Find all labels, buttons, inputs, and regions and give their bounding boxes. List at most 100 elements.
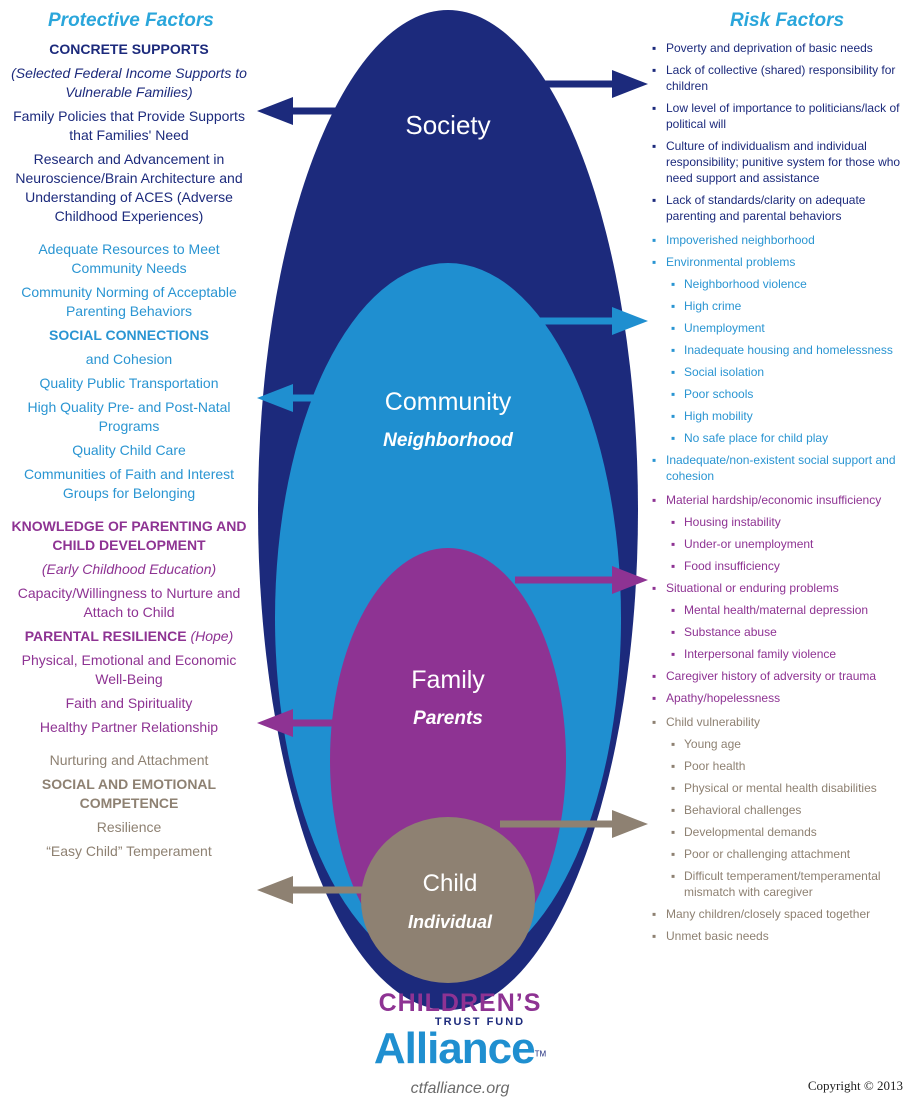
child-sublabel: Individual: [408, 912, 493, 932]
family-left-arrow: [257, 709, 360, 737]
logo-line-childrens: CHILDREN’S: [378, 989, 542, 1017]
risk-item: Substance abuse: [648, 624, 913, 640]
risk-item: Housing instability: [648, 514, 913, 530]
risk-item: High mobility: [648, 408, 913, 424]
protective-item: “Easy Child” Temperament: [4, 842, 254, 861]
protective-item: Quality Child Care: [4, 441, 254, 460]
community-sublabel: Neighborhood: [383, 430, 513, 451]
risk-item: Situational or enduring problems: [648, 580, 913, 596]
risk-item: Mental health/maternal depression: [648, 602, 913, 618]
protective-item: Healthy Partner Relationship: [4, 718, 254, 737]
risk-item: Social isolation: [648, 364, 913, 380]
risk-item: Physical or mental health disabilities: [648, 780, 913, 796]
protective-item-text: Adequate Resources to Meet Community Nee…: [38, 241, 220, 276]
copyright: Copyright © 2013: [807, 1078, 903, 1093]
child-ellipse: [361, 817, 535, 983]
protective-group-society: CONCRETE SUPPORTS (Selected Federal Incom…: [4, 40, 254, 226]
community-label: Community: [385, 388, 512, 416]
protective-item-text: CONCRETE SUPPORTS: [49, 41, 209, 57]
protective-group-family: KNOWLEDGE OF PARENTING AND CHILD DEVELOP…: [4, 517, 254, 737]
risk-item: Poverty and deprivation of basic needs: [648, 40, 913, 56]
protective-item-text: “Easy Child” Temperament: [46, 843, 212, 859]
protective-item-text: Capacity/Willingness to Nurture and Atta…: [17, 585, 241, 620]
risk-item: Poor health: [648, 758, 913, 774]
family-sublabel: Parents: [413, 708, 483, 729]
family-right-arrow: [515, 566, 648, 594]
risk-item: Neighborhood violence: [648, 276, 913, 292]
risk-item: Inadequate/non-existent social support a…: [648, 452, 913, 484]
risk-item: Developmental demands: [648, 824, 913, 840]
protective-item-text: Resilience: [96, 819, 162, 835]
community-right-arrow: [535, 307, 648, 335]
protective-item: PARENTAL RESILIENCE (Hope): [4, 627, 254, 646]
protective-item: High Quality Pre- and Post-Natal Program…: [4, 398, 254, 436]
risk-item: Young age: [648, 736, 913, 752]
protective-item: Family Policies that Provide Supports th…: [4, 107, 254, 145]
protective-item: Community Norming of Acceptable Parentin…: [4, 283, 254, 321]
risk-item: Under-or unemployment: [648, 536, 913, 552]
protective-item-suffix: (Hope): [190, 628, 234, 644]
protective-item: (Selected Federal Income Supports to Vul…: [4, 64, 254, 102]
protective-item: Physical, Emotional and Economic Well-Be…: [4, 651, 254, 689]
protective-item: Communities of Faith and Interest Groups…: [4, 465, 254, 503]
risk-item: Unmet basic needs: [648, 928, 913, 944]
protective-item: KNOWLEDGE OF PARENTING AND CHILD DEVELOP…: [4, 517, 254, 555]
protective-item: Faith and Spirituality: [4, 694, 254, 713]
risk-item: Behavioral challenges: [648, 802, 913, 818]
society-label: Society: [405, 110, 490, 140]
protective-item: (Early Childhood Education): [4, 560, 254, 579]
risk-item: Unemployment: [648, 320, 913, 336]
protective-item-text: High Quality Pre- and Post-Natal Program…: [27, 399, 231, 434]
protective-item: Capacity/Willingness to Nurture and Atta…: [4, 584, 254, 622]
protective-item-text: Community Norming of Acceptable Parentin…: [21, 284, 237, 319]
protective-item: Resilience: [4, 818, 254, 837]
protective-factors-heading: Protective Factors: [48, 10, 214, 31]
risk-item: Many children/closely spaced together: [648, 906, 913, 922]
protective-item-text: Faith and Spirituality: [65, 695, 193, 711]
protective-item-text: Nurturing and Attachment: [49, 752, 209, 768]
risk-item: Impoverished neighborhood: [648, 232, 913, 248]
protective-item-text: (Selected Federal Income Supports to Vul…: [11, 65, 247, 100]
risk-item: Environmental problems: [648, 254, 913, 270]
protective-item: SOCIAL CONNECTIONS: [4, 326, 254, 345]
risk-item: Child vulnerability: [648, 714, 913, 730]
risk-item: Low level of importance to politicians/l…: [648, 100, 913, 132]
protective-item-text: KNOWLEDGE OF PARENTING AND CHILD DEVELOP…: [11, 518, 247, 553]
protective-item: Research and Advancement in Neuroscience…: [4, 150, 254, 226]
protective-item-text: Family Policies that Provide Supports th…: [13, 108, 245, 143]
risk-item: Material hardship/economic insufficiency: [648, 492, 913, 508]
risk-group-child: Child vulnerabilityYoung agePoor healthP…: [648, 714, 913, 944]
protective-item-text: Research and Advancement in Neuroscience…: [15, 151, 243, 224]
protective-item-text: Physical, Emotional and Economic Well-Be…: [21, 652, 237, 687]
protective-item-text: and Cohesion: [85, 351, 173, 367]
protective-item-text: (Early Childhood Education): [41, 561, 217, 577]
protective-group-community: Adequate Resources to Meet Community Nee…: [4, 240, 254, 503]
protective-item-text: Healthy Partner Relationship: [39, 719, 219, 735]
society-right-arrow: [535, 70, 648, 98]
risk-item: High crime: [648, 298, 913, 314]
child-label: Child: [423, 870, 478, 897]
protective-item-text: Quality Public Transportation: [39, 375, 219, 391]
risk-item: Caregiver history of adversity or trauma: [648, 668, 913, 684]
risk-factors-list: Poverty and deprivation of basic needsLa…: [648, 40, 913, 950]
risk-item: Poor or challenging attachment: [648, 846, 913, 862]
ctf-alliance-logo: CHILDREN’S TRUST FUND AllianceTM ctfalli…: [330, 990, 590, 1098]
risk-item: Food insufficiency: [648, 558, 913, 574]
protective-item-text: SOCIAL AND EMOTIONAL COMPETENCE: [41, 776, 217, 811]
risk-item: Poor schools: [648, 386, 913, 402]
protective-factors-list: CONCRETE SUPPORTS (Selected Federal Incom…: [4, 40, 254, 866]
risk-group-community: Impoverished neighborhoodEnvironmental p…: [648, 232, 913, 484]
community-left-arrow: [257, 384, 370, 412]
society-left-arrow: [257, 97, 370, 125]
logo-url: ctfalliance.org: [410, 1080, 510, 1097]
protective-item: Adequate Resources to Meet Community Nee…: [4, 240, 254, 278]
protective-item: and Cohesion: [4, 350, 254, 369]
logo-tm: TM: [534, 1049, 547, 1059]
child-right-arrow: [500, 810, 648, 838]
protective-item-text: PARENTAL RESILIENCE: [24, 628, 187, 644]
risk-item: Lack of standards/clarity on adequate pa…: [648, 192, 913, 224]
risk-item: Interpersonal family violence: [648, 646, 913, 662]
risk-group-society: Poverty and deprivation of basic needsLa…: [648, 40, 913, 224]
